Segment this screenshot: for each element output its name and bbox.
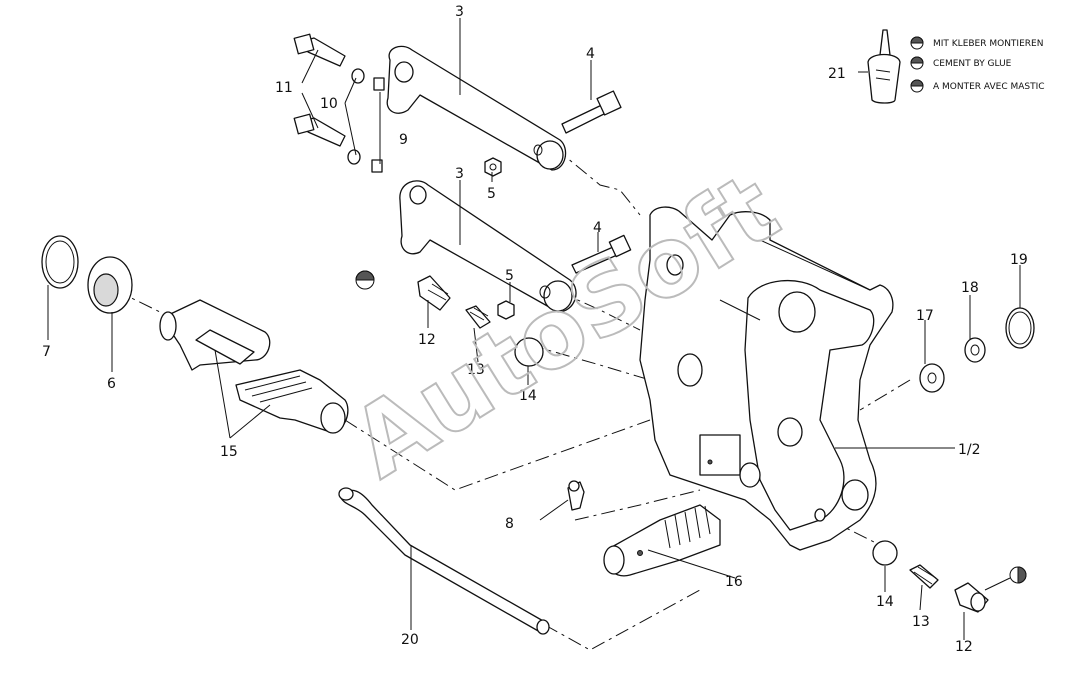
pinion-shaft <box>603 504 721 577</box>
callout-19: 19 <box>1010 252 1028 268</box>
callout-18: 18 <box>961 280 979 296</box>
callout-8: 8 <box>505 516 514 532</box>
callout-14-right: 14 <box>876 594 894 610</box>
callout-frame-1-2: 1/2 <box>958 442 981 458</box>
callout-5-top: 5 <box>487 186 496 202</box>
callout-7: 7 <box>42 344 51 360</box>
callout-13-right: 13 <box>912 614 930 630</box>
legend-line-3: A MONTER AVEC MASTIC <box>933 82 1045 92</box>
glue-legend: MIT KLEBER MONTIEREN CEMENT BY GLUE A MO… <box>867 29 1045 104</box>
legend-line-2: CEMENT BY GLUE <box>933 59 1012 69</box>
callout-3-top: 3 <box>455 4 464 20</box>
callout-9: 9 <box>399 132 408 148</box>
upper-pin-assembly <box>293 33 622 177</box>
callout-16: 16 <box>725 574 743 590</box>
ring-and-bearing <box>41 235 133 314</box>
callout-4-mid: 4 <box>593 220 602 236</box>
callout-12-left: 12 <box>418 332 436 348</box>
main-frame <box>639 206 894 551</box>
callout-numbers: 3 4 5 3 4 5 11 10 9 7 6 15 12 13 14 8 16… <box>42 4 1028 655</box>
callout-5-mid: 5 <box>505 268 514 284</box>
callout-14-left: 14 <box>519 388 537 404</box>
callout-6: 6 <box>107 376 116 392</box>
locking-wedge-parts <box>159 299 349 434</box>
right-hardware <box>919 307 1035 393</box>
middle-pin-assembly <box>399 180 632 320</box>
callout-10: 10 <box>320 96 338 112</box>
leader-lines <box>47 18 1021 640</box>
callout-15: 15 <box>220 444 238 460</box>
callout-21: 21 <box>828 66 846 82</box>
grease-nipple <box>567 480 585 511</box>
callout-3-mid: 3 <box>455 166 464 182</box>
legend-line-1: MIT KLEBER MONTIEREN <box>933 39 1043 49</box>
detent-set-left <box>355 270 544 367</box>
callout-12-right: 12 <box>955 639 973 655</box>
detent-set-right <box>872 540 1027 613</box>
callout-11: 11 <box>275 80 293 96</box>
grease-tube <box>338 487 550 635</box>
callout-20: 20 <box>401 632 419 648</box>
callout-4-top: 4 <box>586 46 595 62</box>
callout-13-left: 13 <box>467 362 485 378</box>
callout-17: 17 <box>916 308 934 324</box>
